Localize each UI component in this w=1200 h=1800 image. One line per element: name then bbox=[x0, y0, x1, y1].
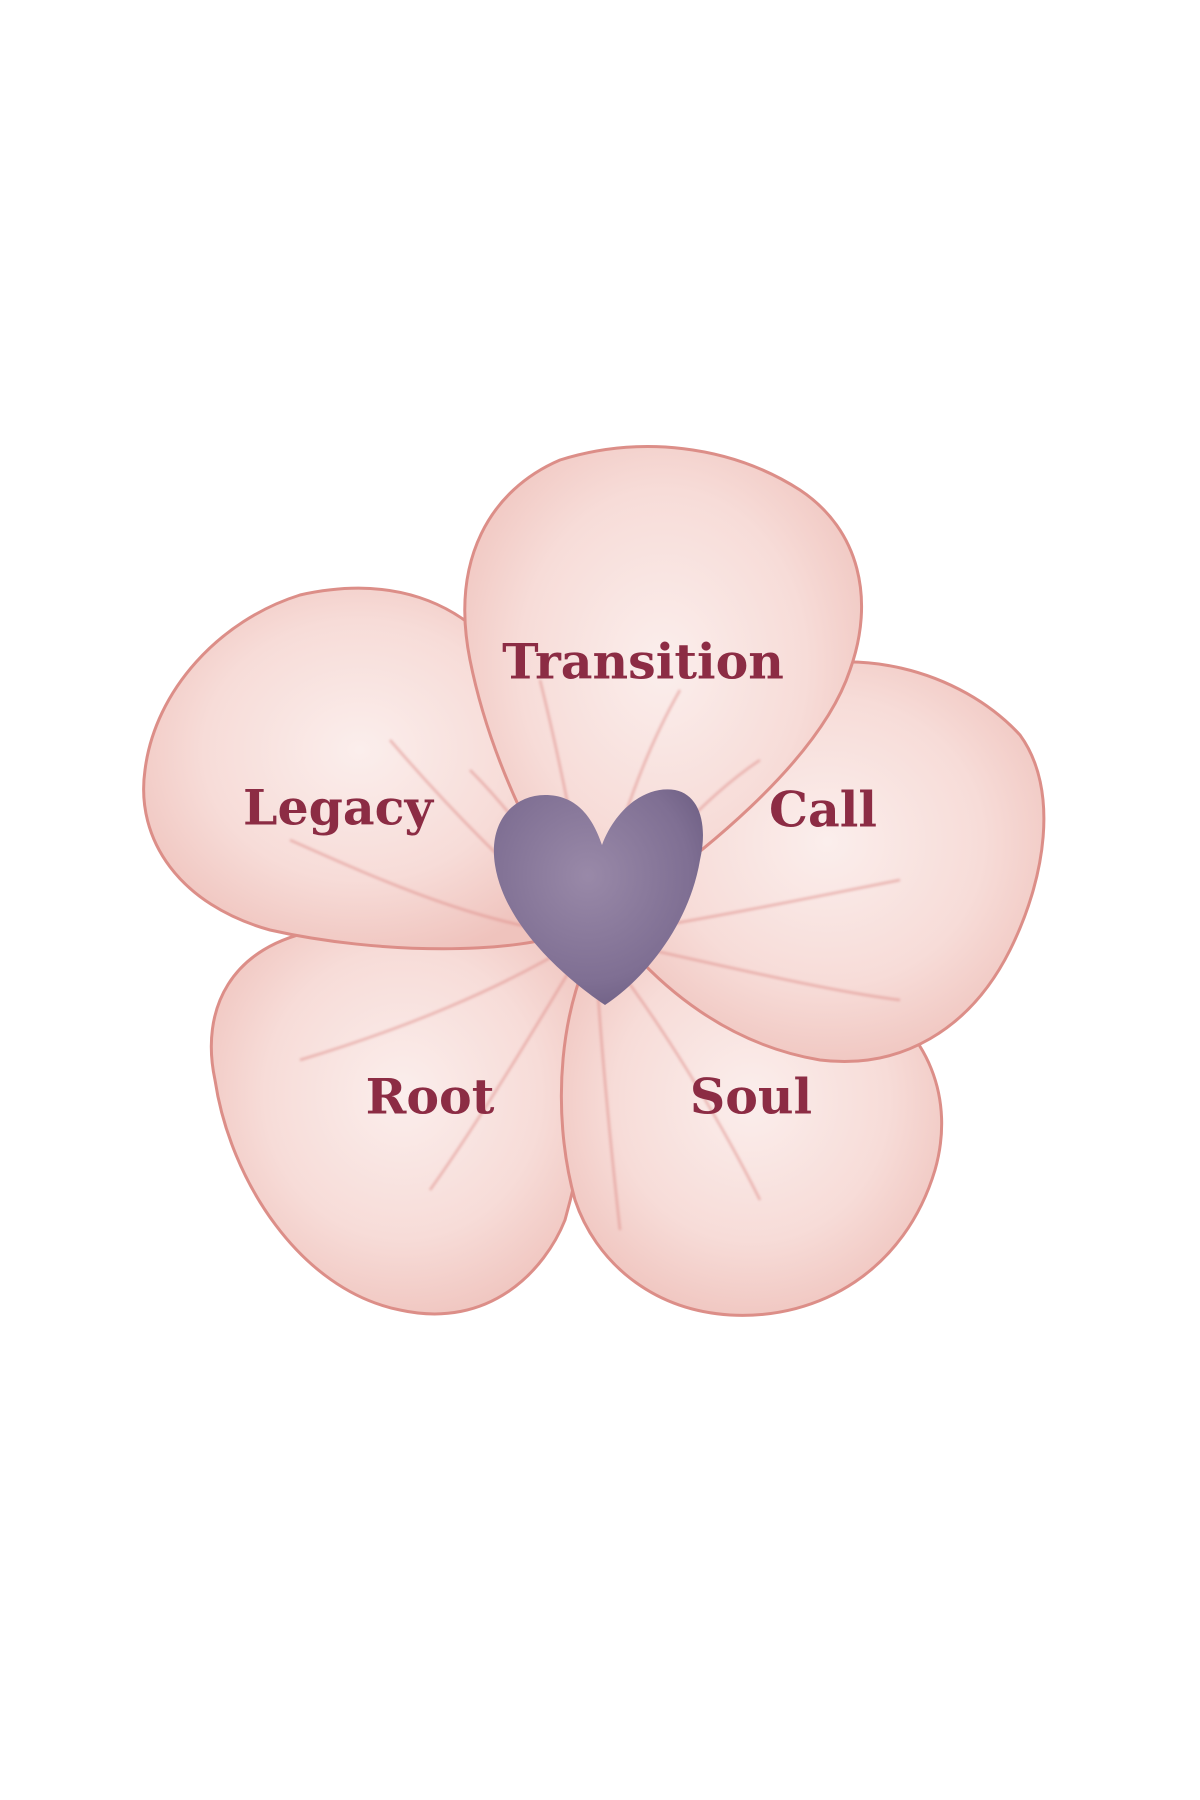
label-transition: Transition bbox=[502, 633, 784, 691]
label-legacy: Legacy bbox=[243, 779, 434, 837]
label-call: Call bbox=[769, 781, 877, 839]
label-soul: Soul bbox=[690, 1068, 812, 1126]
label-root: Root bbox=[366, 1068, 495, 1126]
